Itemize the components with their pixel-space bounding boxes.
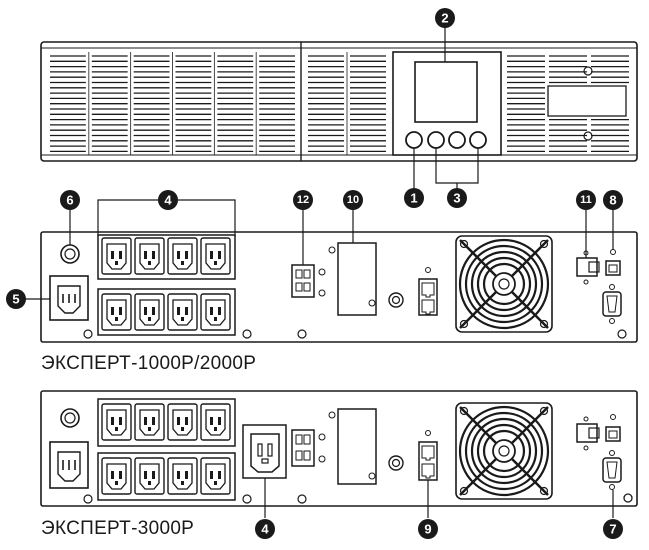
- ac-input-socket: [49, 441, 89, 489]
- circuit-breaker[interactable]: [60, 408, 80, 428]
- label-slot: [547, 85, 627, 117]
- dry-contact-port: [576, 423, 598, 443]
- svg-text:12: 12: [297, 194, 309, 206]
- callout-10: 10: [343, 190, 363, 210]
- front-vent-middle: [308, 52, 386, 155]
- cooling-fan: [455, 402, 553, 500]
- svg-text:5: 5: [12, 292, 19, 307]
- front-vent-right: [507, 55, 629, 153]
- screw-icon: [83, 494, 93, 504]
- rear-bezel-2: [40, 390, 638, 507]
- callout-6: 6: [60, 190, 80, 210]
- callout-8: 8: [603, 190, 623, 210]
- snmp-slot: [337, 408, 377, 485]
- rs232-port: [602, 291, 622, 317]
- usb-port: [605, 426, 621, 442]
- rear-bezel-1: [40, 231, 638, 343]
- svg-text:9: 9: [424, 522, 431, 537]
- callout-7: 7: [603, 519, 623, 539]
- ground-screw: [623, 493, 633, 503]
- outlet-group-top: [97, 234, 236, 280]
- screw-icon: [242, 329, 252, 339]
- ground-terminal: [388, 292, 404, 308]
- svg-text:11: 11: [580, 194, 592, 206]
- lcd-display: [414, 61, 478, 123]
- usb-port: [605, 260, 621, 276]
- svg-text:4: 4: [164, 193, 172, 208]
- screw-icon: [583, 66, 593, 76]
- svg-text:6: 6: [66, 193, 73, 208]
- callout-3: 3: [447, 188, 467, 208]
- rs232-port: [602, 457, 622, 483]
- svg-text:3: 3: [453, 191, 460, 206]
- svg-text:2: 2: [441, 11, 448, 26]
- ac-input-socket: [49, 275, 89, 321]
- screw-icon: [297, 329, 307, 339]
- c13-outlets: [101, 403, 231, 495]
- rear-panel-3000: [40, 390, 638, 518]
- model-name-1: ЭКСПЕРТ-1000Р/2000Р: [41, 353, 256, 374]
- callout-5: 5: [6, 289, 26, 309]
- front-panel: [40, 25, 638, 190]
- svg-text:4: 4: [261, 522, 269, 537]
- c13-outlets: [101, 237, 231, 331]
- ground-terminal: [388, 455, 404, 471]
- screw-icon: [242, 494, 252, 504]
- battery-connector: [291, 429, 315, 467]
- display-bezel: [392, 51, 502, 156]
- outlet-group-bottom: [97, 452, 236, 501]
- outlet-group-bottom: [97, 288, 236, 336]
- callout-9: 9: [418, 519, 438, 539]
- svg-text:1: 1: [410, 191, 417, 206]
- callout-2: 2: [435, 8, 455, 28]
- model-name-2: ЭКСПЕРТ-3000Р: [41, 518, 194, 539]
- callout-4-top: 4: [158, 190, 178, 210]
- rj45-ports: [418, 278, 438, 316]
- rear-panel-1000-2000: [24, 199, 638, 343]
- callout-1: 1: [404, 188, 424, 208]
- function-button-2[interactable]: [448, 131, 466, 149]
- cooling-fan: [455, 235, 553, 333]
- screw-icon: [617, 329, 627, 339]
- svg-text:8: 8: [609, 193, 616, 208]
- callout-11: 11: [576, 190, 596, 210]
- front-vent-left: [50, 52, 295, 155]
- callout-12: 12: [293, 190, 313, 210]
- outlet-group-top: [97, 398, 236, 447]
- screw-icon: [83, 329, 93, 339]
- svg-text:10: 10: [347, 194, 359, 206]
- snmp-slot: [337, 242, 377, 316]
- dry-contact-port: [576, 257, 598, 277]
- screw-icon: [297, 494, 307, 504]
- svg-text:7: 7: [609, 522, 616, 537]
- screw-icon: [583, 131, 593, 141]
- callout-4-bottom: 4: [255, 519, 275, 539]
